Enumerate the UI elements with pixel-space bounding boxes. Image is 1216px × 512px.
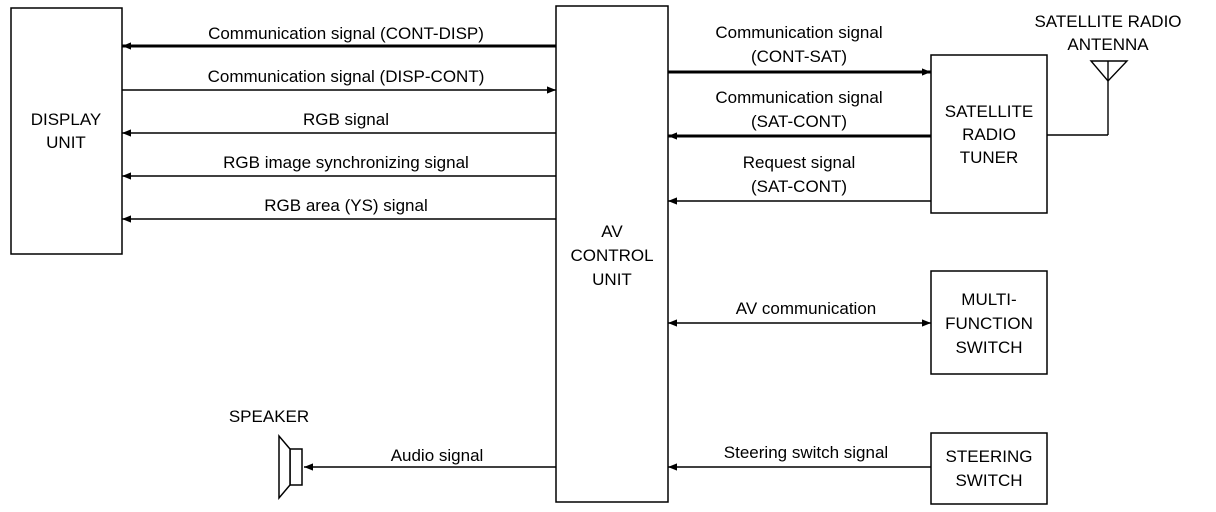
- satellite-radio-tuner-label-line-3: TUNER: [960, 148, 1019, 167]
- signal-cont-sat-label-line-2: (CONT-SAT): [751, 47, 847, 66]
- speaker-label: SPEAKER: [229, 407, 309, 426]
- speaker-icon: [278, 433, 303, 501]
- signal-cont-sat-label-line-1: Communication signal: [715, 23, 882, 42]
- signal-request-label-line-1: Request signal: [743, 153, 855, 172]
- av-control-unit-block: AV CONTROL UNIT: [555, 5, 669, 503]
- signal-request: Request signal (SAT-CONT): [668, 153, 931, 205]
- multi-function-switch-label-line-1: MULTI-: [961, 290, 1016, 309]
- signal-request-label-line-2: (SAT-CONT): [751, 177, 847, 196]
- signal-steering-label: Steering switch signal: [724, 443, 888, 462]
- signal-sat-cont-label-line-1: Communication signal: [715, 88, 882, 107]
- satellite-radio-antenna: SATELLITE RADIO ANTENNA: [1034, 12, 1182, 136]
- signal-disp-cont-label: Communication signal (DISP-CONT): [208, 67, 485, 86]
- signal-rgb-sync-label: RGB image synchronizing signal: [223, 153, 469, 172]
- signal-cont-disp-label: Communication signal (CONT-DISP): [208, 24, 484, 43]
- display-unit-label-line-2: UNIT: [46, 133, 86, 152]
- av-control-unit-label-line-1: AV: [601, 222, 623, 241]
- multi-function-switch-label-line-3: SWITCH: [955, 338, 1022, 357]
- multi-function-switch-block: MULTI- FUNCTION SWITCH: [930, 270, 1048, 375]
- satellite-radio-tuner-label-line-2: RADIO: [962, 125, 1016, 144]
- signal-audio-label: Audio signal: [391, 446, 484, 465]
- multi-function-switch-label-line-2: FUNCTION: [945, 314, 1033, 333]
- display-unit-label-line-1: DISPLAY: [31, 110, 102, 129]
- signal-rgb: RGB signal: [122, 110, 556, 137]
- signal-steering: Steering switch signal: [668, 443, 931, 471]
- steering-switch-block: STEERING SWITCH: [930, 432, 1048, 505]
- antenna-label-line-1: SATELLITE RADIO: [1034, 12, 1181, 31]
- signal-sat-cont-label-line-2: (SAT-CONT): [751, 112, 847, 131]
- signal-cont-disp: Communication signal (CONT-DISP): [122, 24, 556, 50]
- av-control-unit-label-line-2: CONTROL: [570, 246, 653, 265]
- signal-cont-sat: Communication signal (CONT-SAT): [668, 23, 931, 76]
- signal-rgb-area: RGB area (YS) signal: [122, 196, 556, 223]
- signal-av-communication-label: AV communication: [736, 299, 876, 318]
- signal-rgb-area-label: RGB area (YS) signal: [264, 196, 427, 215]
- av-control-unit-label-line-3: UNIT: [592, 270, 632, 289]
- display-unit-block: DISPLAY UNIT: [10, 7, 123, 255]
- satellite-radio-tuner-label-line-1: SATELLITE: [945, 102, 1034, 121]
- signal-disp-cont: Communication signal (DISP-CONT): [122, 67, 556, 94]
- signal-av-communication: AV communication: [668, 299, 931, 327]
- antenna-label-line-2: ANTENNA: [1067, 35, 1149, 54]
- speaker: SPEAKER: [229, 407, 309, 501]
- signal-sat-cont: Communication signal (SAT-CONT): [668, 88, 931, 140]
- signal-rgb-sync: RGB image synchronizing signal: [122, 153, 556, 180]
- satellite-radio-tuner-block: SATELLITE RADIO TUNER: [930, 54, 1048, 214]
- steering-switch-label-line-2: SWITCH: [955, 471, 1022, 490]
- signal-audio: Audio signal: [304, 446, 556, 471]
- signal-rgb-label: RGB signal: [303, 110, 389, 129]
- steering-switch-label-line-1: STEERING: [946, 447, 1033, 466]
- antenna-icon: [1089, 60, 1129, 83]
